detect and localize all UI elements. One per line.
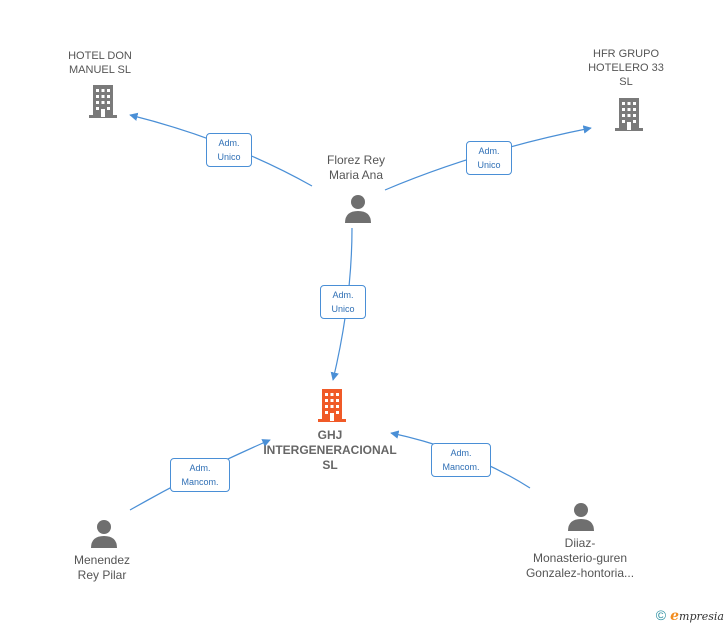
node-label-ghj: GHJ INTERGENERACIONAL SL xyxy=(263,428,397,472)
edge-badge-diiaz-to-ghj[interactable]: Adm. Mancom. xyxy=(431,443,491,477)
edge-badge-florez-to-hotel[interactable]: Adm. Unico xyxy=(206,133,252,167)
node-label-hfr-grupo: HFR GRUPO HOTELERO 33 SL xyxy=(588,48,664,88)
person-icon[interactable] xyxy=(565,500,597,532)
brand-footer[interactable]: ©empresia xyxy=(656,607,724,624)
brand-logo-e: e xyxy=(670,608,680,624)
building-icon[interactable] xyxy=(316,387,348,423)
edge-badge-florez-to-hfr[interactable]: Adm. Unico xyxy=(466,141,512,175)
edge-badge-menendez-to-ghj[interactable]: Adm. Mancom. xyxy=(170,458,230,492)
node-label-diiaz: Diiaz- Monasterio-guren Gonzalez-hontori… xyxy=(525,536,635,580)
copyright-icon: © xyxy=(655,607,667,623)
edge-badge-florez-to-ghj[interactable]: Adm. Unico xyxy=(320,285,366,319)
node-label-florez-rey: Florez Rey Maria Ana xyxy=(326,153,385,182)
node-label-hotel-don-manuel: HOTEL DON MANUEL SL xyxy=(68,50,132,76)
building-icon[interactable] xyxy=(613,96,645,132)
node-label-menendez: Menendez Rey Pilar xyxy=(73,553,131,582)
person-icon[interactable] xyxy=(342,192,374,224)
brand-logo-text: mpresia xyxy=(679,610,724,623)
building-icon[interactable] xyxy=(87,83,119,119)
person-icon[interactable] xyxy=(88,517,120,549)
